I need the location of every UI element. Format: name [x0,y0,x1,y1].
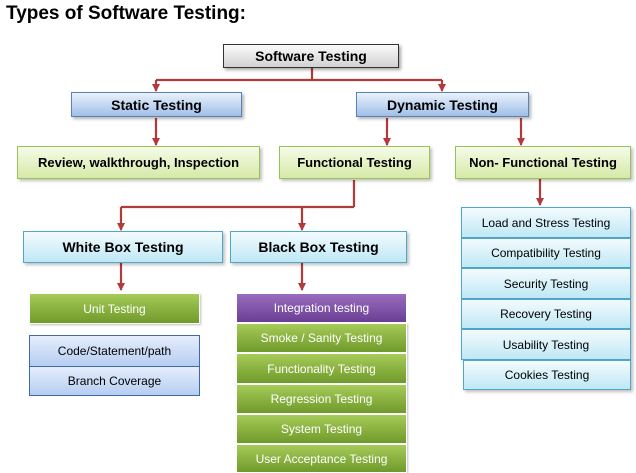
black-box-item-4: System Testing [236,414,407,444]
non-functional-item-2: Security Testing [461,268,631,299]
node-white-box-testing: White Box Testing [23,231,223,263]
page-title: Types of Software Testing: [6,3,246,24]
node-static-testing: Static Testing [71,92,242,117]
black-box-item-label: Functionality Testing [267,361,376,376]
node-dynamic-testing-label: Dynamic Testing [387,96,498,113]
black-box-item-label: Integration testing [273,301,370,315]
black-box-item-5: User Acceptance Testing [236,444,407,473]
node-functional-label: Functional Testing [297,155,412,170]
white-box-item-unit-testing: Unit Testing [29,293,200,324]
node-dynamic-testing: Dynamic Testing [356,92,529,117]
node-white-box-label: White Box Testing [62,239,184,255]
code-path-label: Code/Statement/path [57,344,172,358]
non-functional-item-label: Cookies Testing [504,368,590,382]
black-box-item-3: Regression Testing [236,384,407,414]
non-functional-item-1: Compatibility Testing [461,238,631,268]
non-functional-item-3: Recovery Testing [461,299,631,329]
non-functional-item-label: Security Testing [503,276,589,291]
node-non-functional-label: Non- Functional Testing [469,155,617,170]
non-functional-item-label: Compatibility Testing [491,246,601,260]
node-non-functional-testing: Non- Functional Testing [455,146,631,179]
node-black-box-testing: Black Box Testing [230,231,407,263]
node-software-testing: Software Testing [223,44,399,68]
non-functional-item-label: Usability Testing [502,337,590,352]
unit-testing-label: Unit Testing [83,301,146,316]
non-functional-item-4: Usability Testing [461,329,631,360]
white-box-item-branch-coverage: Branch Coverage [29,366,200,396]
node-review-label: Review, walkthrough, Inspection [37,155,240,170]
black-box-item-label: Smoke / Sanity Testing [260,331,383,345]
white-box-item-code-path: Code/Statement/path [29,335,200,366]
black-box-item-label: User Acceptance Testing [255,451,388,466]
node-black-box-label: Black Box Testing [258,239,379,255]
node-software-testing-label: Software Testing [255,48,367,64]
node-review-walkthrough-inspection: Review, walkthrough, Inspection [17,146,260,179]
black-box-item-2: Functionality Testing [236,353,407,384]
branch-coverage-label: Branch Coverage [67,374,162,388]
black-box-item-label: Regression Testing [270,392,373,406]
black-box-item-0: Integration testing [236,293,407,323]
non-functional-item-5: Cookies Testing [463,360,631,390]
black-box-item-1: Smoke / Sanity Testing [236,323,407,353]
black-box-item-label: System Testing [280,422,363,436]
node-static-testing-label: Static Testing [111,96,202,113]
node-functional-testing: Functional Testing [279,146,430,179]
non-functional-item-label: Recovery Testing [500,307,592,321]
non-functional-item-0: Load and Stress Testing [461,207,631,238]
non-functional-item-label: Load and Stress Testing [481,215,611,230]
